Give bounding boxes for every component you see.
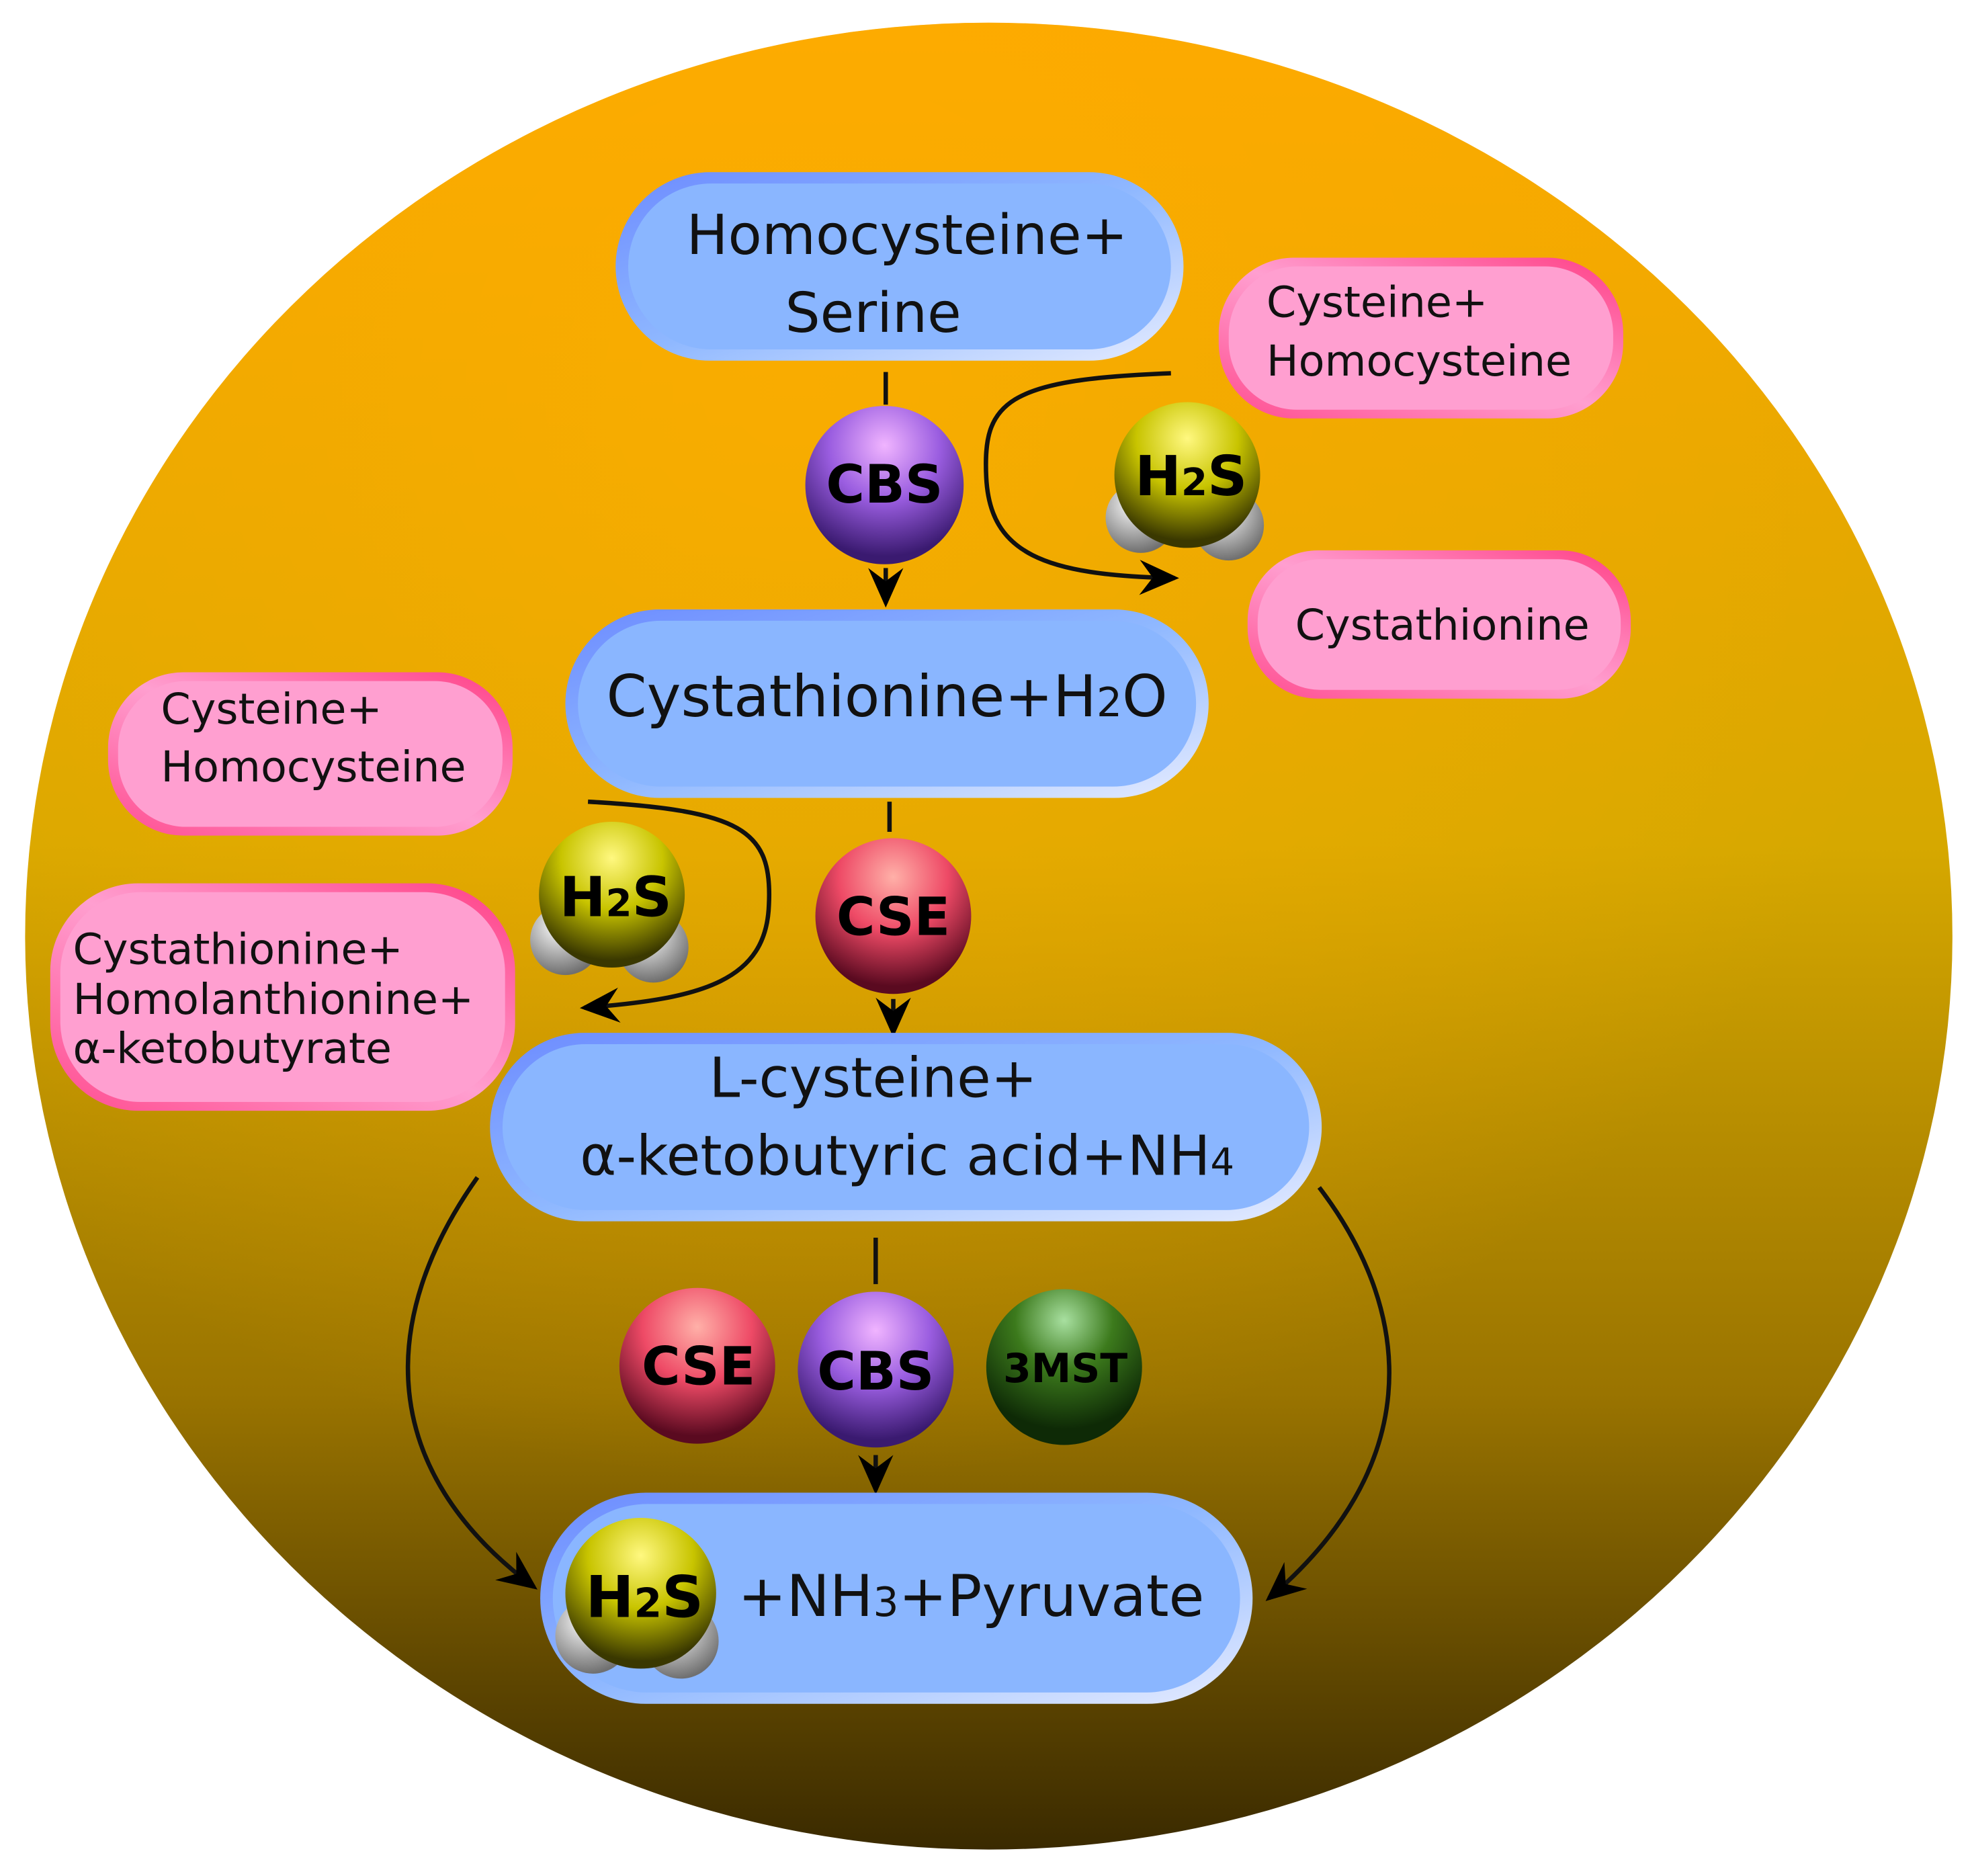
side-node-cystathionine: Cystathionine xyxy=(1247,550,1631,699)
svg-text:Cystathionine: Cystathionine xyxy=(1295,600,1590,650)
node-h2s-nh3-pyruvate: +NH3+Pyruvate xyxy=(540,1492,1253,1704)
svg-text:Cystathionine+H2O: Cystathionine+H2O xyxy=(607,663,1168,730)
node-cystathionine-h2o: Cystathionine+H2O xyxy=(565,609,1209,798)
svg-text:Homocysteine: Homocysteine xyxy=(161,742,466,792)
enzyme-cse-2: CSE xyxy=(619,1287,775,1444)
svg-text:Homocysteine+: Homocysteine+ xyxy=(687,204,1128,267)
enzyme-cse-1: CSE xyxy=(815,838,972,994)
svg-text:L-cysteine+: L-cysteine+ xyxy=(709,1047,1037,1111)
svg-text:α-ketobutyrate: α-ketobutyrate xyxy=(73,1023,392,1073)
enzyme-cbs-1: CBS xyxy=(805,406,964,564)
arrow-right-bypass xyxy=(1265,1186,1391,1601)
svg-text:H2S: H2S xyxy=(1135,445,1247,509)
svg-text:Cystathionine+: Cystathionine+ xyxy=(73,924,402,974)
svg-text:H2S: H2S xyxy=(560,865,672,929)
pathway-connectors xyxy=(406,371,1391,1601)
h2s-molecule-icon: H2S xyxy=(555,1517,719,1679)
arrow-right-side-reaction xyxy=(984,371,1179,595)
svg-text:CBS: CBS xyxy=(817,1340,934,1402)
node-homocysteine-serine: Homocysteine+ Serine xyxy=(615,172,1184,361)
h2s-molecule-icon: H2S xyxy=(1105,402,1265,561)
svg-text:Cysteine+: Cysteine+ xyxy=(161,684,382,734)
svg-text:+NH3+Pyruvate: +NH3+Pyruvate xyxy=(738,1563,1204,1630)
svg-text:CBS: CBS xyxy=(826,454,943,515)
svg-text:H2S: H2S xyxy=(585,1564,703,1631)
side-node-cysteine-homocysteine-left: Cysteine+ Homocysteine xyxy=(108,672,513,836)
svg-text:α-ketobutyric acid+NH4: α-ketobutyric acid+NH4 xyxy=(580,1124,1234,1188)
svg-text:CSE: CSE xyxy=(642,1336,755,1398)
svg-text:CSE: CSE xyxy=(837,886,950,947)
arrow-left-bypass xyxy=(406,1176,538,1590)
side-node-cysteine-homocysteine-right: Cysteine+ Homocysteine xyxy=(1218,257,1623,419)
enzyme-cbs-2: CBS xyxy=(798,1291,954,1448)
node-l-cysteine: L-cysteine+ α-ketobutyric acid+NH4 xyxy=(490,1033,1322,1222)
svg-text:Homocysteine: Homocysteine xyxy=(1267,336,1572,386)
svg-text:Cysteine+: Cysteine+ xyxy=(1267,277,1488,327)
svg-text:3MST: 3MST xyxy=(1003,1345,1127,1392)
svg-text:Homolanthionine+: Homolanthionine+ xyxy=(73,974,474,1024)
svg-text:Serine: Serine xyxy=(785,282,961,345)
h2s-molecule-icon: H2S xyxy=(530,822,689,983)
side-node-cystathionine-homolanthionine: Cystathionine+ Homolanthionine+ α-ketobu… xyxy=(50,883,515,1111)
arrow-left-side-reaction xyxy=(579,799,772,1023)
enzyme-3mst: 3MST xyxy=(986,1289,1142,1445)
